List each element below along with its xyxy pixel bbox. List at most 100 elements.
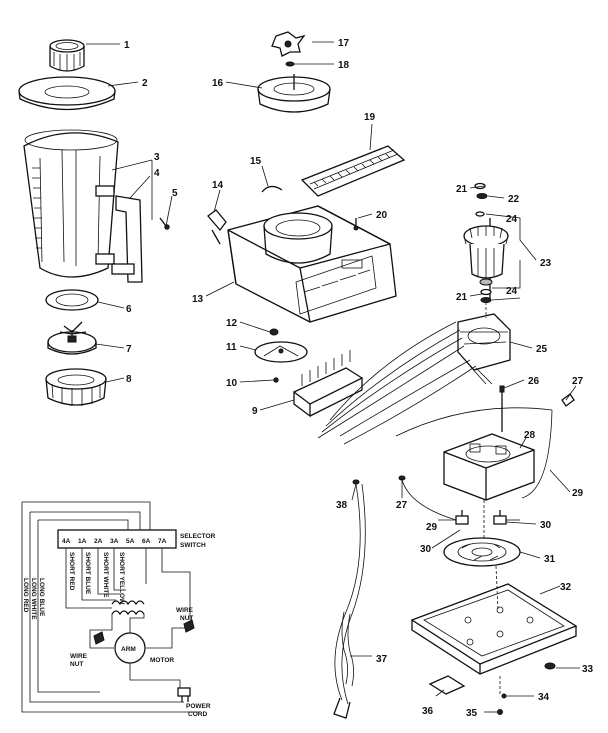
part-label-38: 38 xyxy=(336,500,348,511)
part-5-screw xyxy=(159,217,170,230)
part-label-9: 9 xyxy=(252,406,258,417)
selector-switch-label-2: SWITCH xyxy=(180,542,206,549)
part-3-jar xyxy=(23,129,119,278)
part-label-25: 25 xyxy=(536,344,548,355)
part-18-washer xyxy=(285,61,295,67)
part-27-connector-left xyxy=(398,475,406,481)
wire-short-blue: SHORT BLUE xyxy=(84,552,91,595)
part-label-4: 4 xyxy=(154,168,160,179)
part-31-fan-plate xyxy=(443,537,521,567)
part-13-base-housing xyxy=(227,205,397,323)
wire-short-red: SHORT RED xyxy=(68,552,75,591)
part-label-24a: 24 xyxy=(506,214,518,225)
part-17-drive-coupling xyxy=(271,31,306,57)
terminal-4a: 4A xyxy=(62,538,71,545)
part-label-30b: 30 xyxy=(420,544,432,555)
part-label-29a: 29 xyxy=(572,488,584,499)
terminal-3a: 3A xyxy=(110,538,119,545)
power-cord-label-1: POWER xyxy=(186,703,211,710)
wire-short-white: SHORT WHITE xyxy=(102,552,109,598)
part-label-13: 13 xyxy=(192,294,204,305)
wiring-schematic: 4A 1A 2A 3A 5A 6A 7A SELECTOR SWITCH SHO… xyxy=(21,501,216,718)
part-8-jar-base-ring xyxy=(45,368,107,406)
selector-switch-box xyxy=(57,529,177,549)
part-2-jar-cover xyxy=(18,76,116,111)
part-label-3: 3 xyxy=(154,152,160,163)
part-label-36: 36 xyxy=(422,706,434,717)
part-4-handle xyxy=(111,195,143,283)
part-label-12: 12 xyxy=(226,318,238,329)
part-label-31: 31 xyxy=(544,554,556,565)
motor-label: MOTOR xyxy=(150,657,174,664)
part-14-cord-strain-relief xyxy=(207,209,227,245)
part-label-5: 5 xyxy=(172,188,178,199)
part-19-button-strip xyxy=(300,145,406,197)
power-plug xyxy=(177,687,191,697)
terminal-2a: 2A xyxy=(94,538,103,545)
part-28-motor-mount xyxy=(443,433,535,501)
part-label-22: 22 xyxy=(508,194,520,205)
part-34-35-screws xyxy=(497,693,507,715)
part-38-terminal xyxy=(352,479,360,485)
part-label-27a: 27 xyxy=(572,376,584,387)
part-33-foot xyxy=(544,662,556,670)
armature-label: ARM xyxy=(121,646,136,653)
part-11-switch-plate xyxy=(254,341,308,363)
part-label-17: 17 xyxy=(338,38,350,49)
terminal-5a: 5A xyxy=(126,538,135,545)
part-36-label-plate xyxy=(428,675,466,695)
part-32-bottom-plate xyxy=(410,583,578,675)
terminal-7a: 7A xyxy=(158,538,167,545)
terminal-1a: 1A xyxy=(78,538,87,545)
part-16-coupling-cover xyxy=(257,74,331,113)
selector-switch-label-1: SELECTOR xyxy=(180,533,216,540)
part-label-14: 14 xyxy=(212,180,224,191)
part-label-6: 6 xyxy=(126,304,132,315)
part-12-nut xyxy=(269,328,279,336)
part-1-lid-cap xyxy=(49,39,85,72)
part-label-16: 16 xyxy=(212,78,224,89)
power-cord-label-2: CORD xyxy=(188,711,207,718)
wire-short-yellow: SHORT YELLOW xyxy=(118,552,125,605)
part-number-labels: 1 2 3 4 5 6 7 8 9 10 11 12 13 14 15 16 1… xyxy=(124,38,594,719)
part-23-armature xyxy=(463,218,509,300)
part-label-8: 8 xyxy=(126,374,132,385)
part-6-gasket xyxy=(45,289,99,311)
part-label-29b: 29 xyxy=(426,522,438,533)
part-21-22-washers-top xyxy=(474,182,488,217)
part-label-10: 10 xyxy=(226,378,238,389)
wire-nut-left xyxy=(93,631,105,645)
part-27-connector-top xyxy=(561,393,575,407)
leader-lines xyxy=(86,41,580,713)
part-26-shaft-pin xyxy=(499,385,505,432)
wire-long-red: LONG RED xyxy=(22,578,29,613)
wire-nut-right xyxy=(183,619,195,633)
part-20-screw xyxy=(353,218,359,231)
part-label-21a: 21 xyxy=(456,184,468,195)
wire-nut-left-label-2: NUT xyxy=(70,661,83,668)
part-label-33: 33 xyxy=(582,664,594,675)
part-label-23: 23 xyxy=(540,258,552,269)
part-label-34: 34 xyxy=(538,692,550,703)
part-label-35: 35 xyxy=(466,708,478,719)
part-label-20: 20 xyxy=(376,210,388,221)
part-label-19: 19 xyxy=(364,112,376,123)
part-7-blade-assembly xyxy=(47,321,97,355)
assembly-guide-lines xyxy=(483,302,501,694)
wire-long-white: LONG WHITE xyxy=(30,578,37,620)
wire-long-blue: LONG BLUE xyxy=(38,578,45,617)
part-10-screw xyxy=(273,377,279,383)
part-25-field-coil xyxy=(457,313,511,371)
part-9-selector-switch xyxy=(292,350,364,418)
part-label-11: 11 xyxy=(226,342,237,353)
part-label-27b: 27 xyxy=(396,500,408,511)
part-15-spring-clip xyxy=(261,185,283,193)
part-label-21b: 21 xyxy=(456,292,468,303)
part-label-37: 37 xyxy=(376,654,388,665)
part-label-30a: 30 xyxy=(540,520,552,531)
part-label-18: 18 xyxy=(338,60,350,71)
wire-nut-right-label-1: WIRE xyxy=(176,607,194,614)
wiring-harness xyxy=(317,321,553,719)
wire-nut-right-label-2: NUT xyxy=(180,615,193,622)
